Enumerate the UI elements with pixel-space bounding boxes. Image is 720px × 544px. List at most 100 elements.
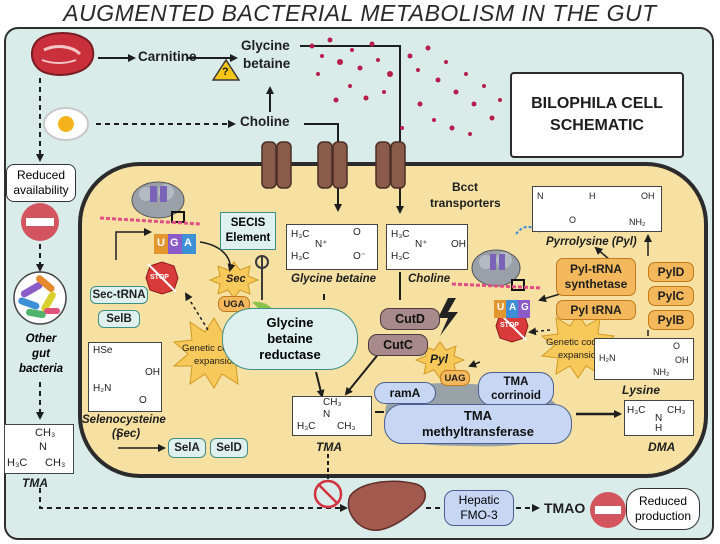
warning-icon xyxy=(211,58,241,81)
dma-n: N xyxy=(655,413,663,424)
pyl-n: N xyxy=(537,191,544,201)
bilophila-title-box: BILOPHILA CELL SCHEMATIC xyxy=(510,72,684,158)
mrna-left xyxy=(99,216,201,226)
bcct-line2: transporters xyxy=(430,196,501,210)
steak-icon xyxy=(30,32,95,76)
gbr-line3: reductase xyxy=(259,347,321,362)
pyl-nh2: NH₂ xyxy=(629,217,646,227)
dma-molecule: H₃C N H CH₃ xyxy=(624,400,694,436)
codon-left-a: A xyxy=(184,237,192,249)
codon-g-left xyxy=(168,234,182,254)
codon-left-u: U xyxy=(157,237,165,249)
ribosome-icon-right xyxy=(471,249,525,291)
hepatic-line1: Hepatic xyxy=(458,493,500,507)
genetic-code-left-line1: Genetic code xyxy=(182,343,238,354)
gbr-line2: betaine xyxy=(267,331,313,346)
other-gut-bacteria-label: Other gut bacteria xyxy=(10,330,72,378)
pyl-label: Pyl xyxy=(430,352,449,366)
gb-h3c-1: H₃C xyxy=(291,229,310,240)
ch-oh: OH xyxy=(451,239,466,250)
stop-left-text: STOP xyxy=(150,274,169,281)
secis-element-box: SECIS Element xyxy=(220,212,276,250)
tma-c-ch3-top: CH₃ xyxy=(323,397,342,408)
reduced-production-line2: production xyxy=(634,509,692,523)
glycine-betaine-top-line2: betaine xyxy=(243,56,291,71)
arrow-codon-sec xyxy=(199,241,236,272)
secis-line2: Element xyxy=(225,232,271,244)
bcct-transporter-icons xyxy=(261,141,406,189)
reduced-production-line1: Reduced xyxy=(638,494,688,508)
pyl-h: H xyxy=(589,191,596,201)
codon-a-right xyxy=(506,300,518,318)
sec-o: O xyxy=(139,395,147,406)
other-gut-bacteria-line1: Other xyxy=(25,332,57,345)
pyl-oh: OH xyxy=(641,191,655,201)
dma-label: DMA xyxy=(648,440,676,454)
codon-right-g: G xyxy=(521,302,529,313)
seld-box: SelD xyxy=(210,438,248,458)
dma-h3c: H₃C xyxy=(627,405,646,416)
choline-molecule: H₃C H₃C N⁺ OH xyxy=(386,224,468,270)
codon-u-left xyxy=(154,234,168,254)
sec-trna-box: Sec-tRNA xyxy=(90,286,148,304)
lys-o: O xyxy=(673,341,681,351)
pyl-trna-synth-line1: Pyl-tRNA xyxy=(569,262,622,276)
hepatic-line2: FMO-3 xyxy=(460,508,498,522)
arrow-genetic-code-left xyxy=(184,292,209,331)
pyl-o: O xyxy=(569,215,577,225)
arrow-genetic-code-right xyxy=(528,327,551,336)
reduced-production-box: Reduced production xyxy=(626,488,700,530)
arrow-gbr-tma xyxy=(315,371,325,398)
liver-icon xyxy=(347,480,426,531)
tma-methyltransferase-box: TMA methyltransferase xyxy=(384,404,572,444)
lightning-icon xyxy=(438,298,458,336)
gbr-line1: Glycine xyxy=(266,315,314,330)
stop-right-text: STOP xyxy=(500,322,519,329)
tma-center-molecule: CH₃ N H₃C CH₃ xyxy=(292,396,372,436)
lysine-label: Lysine xyxy=(622,383,661,397)
egg-icon xyxy=(43,107,89,141)
page-title: AUGMENTED BACTERIAL METABOLISM IN THE GU… xyxy=(63,0,657,26)
tma-c-h3c: H₃C xyxy=(297,421,316,432)
bcct-line1: Bcct xyxy=(452,180,479,194)
bilophila-title-line1: BILOPHILA CELL xyxy=(531,95,663,112)
selenocysteine-molecule: HSe H₂N O OH xyxy=(88,342,162,412)
reduced-availability-box: Reduced availability xyxy=(6,164,76,202)
codon-left-g: G xyxy=(170,237,179,249)
cutc-box: CutC xyxy=(368,334,428,356)
lys-nh2: NH₂ xyxy=(653,367,670,377)
glycine-betaine-mol-label: Glycine betaine xyxy=(291,273,377,285)
gb-o: O xyxy=(353,227,361,238)
metabolite-dots xyxy=(309,37,502,136)
uag-pill: UAG xyxy=(440,370,470,386)
arrow-sec-trna-ribosome xyxy=(115,228,152,260)
codon-g-right xyxy=(518,300,530,318)
reduced-availability-line2: availability xyxy=(13,183,69,197)
tma-left-ch3-right: CH₃ xyxy=(45,457,66,469)
gb-ominus: O⁻ xyxy=(353,251,367,262)
selb-box: SelB xyxy=(98,310,140,328)
tma-corrinoid-line2: corrinoid xyxy=(491,390,541,402)
tma-c-n: N xyxy=(323,409,331,420)
cutd-box: CutD xyxy=(380,308,440,330)
codon-right-a: A xyxy=(509,302,517,313)
tma-center-label: TMA xyxy=(316,440,342,454)
pyl-trna-box: Pyl tRNA xyxy=(556,300,636,320)
tmao-label: TMAO xyxy=(544,500,586,516)
no-symbol-icon-left xyxy=(21,203,59,241)
genetic-code-right-line2: expansion xyxy=(558,350,602,361)
secis-line1: SECIS xyxy=(230,217,266,229)
other-gut-bacteria-line2: gut xyxy=(32,347,50,360)
pyl-trna-synth-line2: synthetase xyxy=(564,277,628,291)
pylc-box: PylC xyxy=(648,286,694,306)
sela-box: SelA xyxy=(168,438,206,458)
glycine-betaine-top-line1: Glycine xyxy=(241,38,290,53)
gb-nplus: N⁺ xyxy=(315,239,328,250)
carnitine-label: Carnitine xyxy=(138,49,197,64)
lysine-molecule: H₂N O OH NH₂ xyxy=(594,338,694,380)
tma-corrinoid-box: TMA corrinoid xyxy=(478,372,554,406)
warning-glyph: ? xyxy=(222,66,229,78)
tma-left-n: N xyxy=(39,441,47,453)
tma-mt-line2: methyltransferase xyxy=(422,424,534,439)
sec-burst-icon xyxy=(208,261,260,299)
